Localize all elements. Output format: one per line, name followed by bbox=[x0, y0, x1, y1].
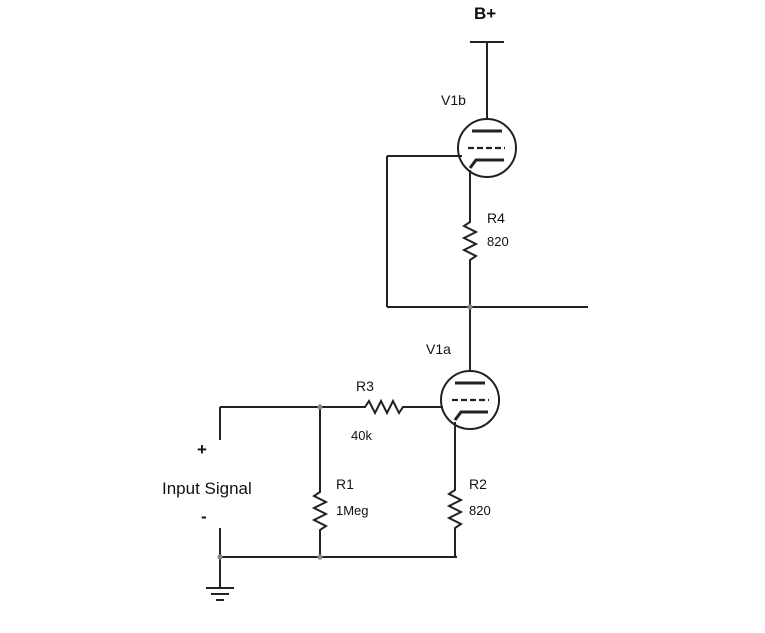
input-minus-label: - bbox=[201, 507, 207, 526]
resistor-r3 bbox=[355, 398, 412, 416]
r1-ref-label: R1 bbox=[336, 476, 354, 492]
resistor-r2 bbox=[446, 483, 464, 534]
ground-symbol bbox=[206, 587, 234, 601]
v1b-label: V1b bbox=[441, 92, 466, 108]
input-plus-label: + bbox=[197, 440, 207, 459]
junction-node bbox=[317, 404, 323, 410]
r4-value-label: 820 bbox=[487, 234, 509, 249]
junction-node bbox=[317, 554, 323, 560]
r3-value-label: 40k bbox=[351, 428, 372, 443]
bplus-label: B+ bbox=[474, 4, 497, 23]
tube-v1b bbox=[457, 118, 517, 178]
r4-ref-label: R4 bbox=[487, 210, 505, 226]
v1a-label: V1a bbox=[426, 341, 451, 357]
junction-node bbox=[217, 554, 223, 560]
r2-value-label: 820 bbox=[469, 503, 491, 518]
resistor-r4 bbox=[461, 212, 479, 266]
resistor-r1 bbox=[311, 485, 329, 535]
r3-ref-label: R3 bbox=[356, 378, 374, 394]
junction-node bbox=[467, 304, 473, 310]
r1-value-label: 1Meg bbox=[336, 503, 369, 518]
input-signal-label: Input Signal bbox=[162, 479, 252, 498]
r2-ref-label: R2 bbox=[469, 476, 487, 492]
tube-v1a bbox=[440, 370, 500, 430]
